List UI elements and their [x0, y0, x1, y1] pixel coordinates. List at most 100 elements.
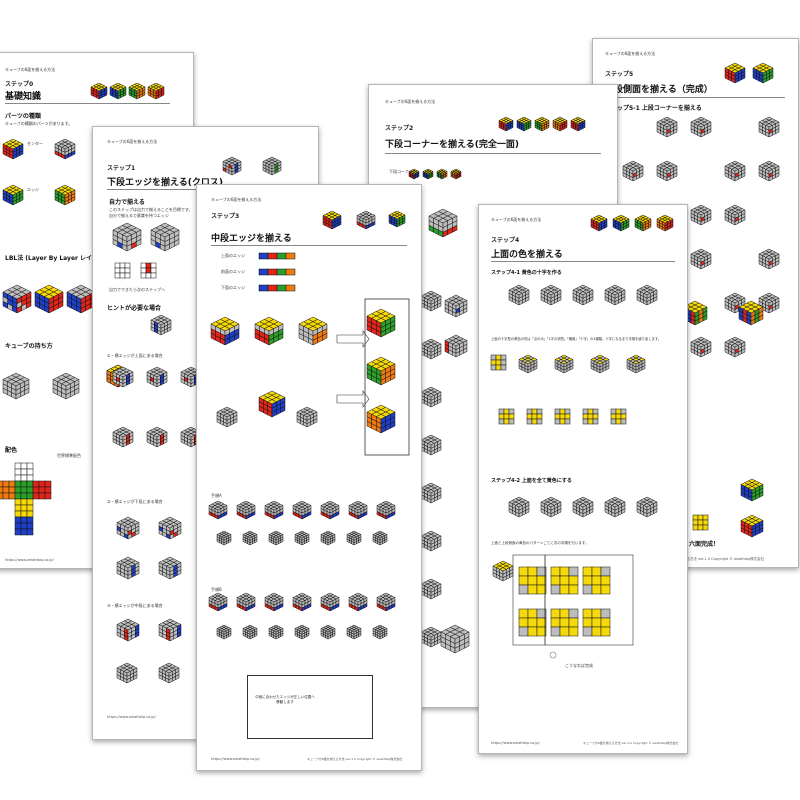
cube-diagram: [116, 662, 138, 684]
cube-diagram: [109, 82, 127, 100]
page-header: キューブの6面を揃える方法: [491, 217, 542, 222]
cube-diagram: [420, 626, 442, 648]
cube-diagram: [420, 482, 442, 504]
cube-diagram: [320, 592, 340, 612]
cube-diagram: [54, 184, 76, 206]
label-bottom-corner: 下段コーナー: [389, 169, 413, 174]
cube-diagram: [216, 624, 232, 640]
cube-diagram: [656, 214, 674, 232]
cube-diagram: [54, 138, 76, 160]
cube-diagram: [150, 222, 180, 252]
case-heading: ①・横エッジが上面にある場合: [107, 353, 163, 358]
cube-diagram: [116, 618, 140, 642]
face-grid: [550, 566, 579, 595]
cube-diagram: [444, 294, 468, 318]
cube-diagram: [492, 560, 514, 582]
cube-diagram: [498, 116, 514, 132]
procedure-b-label: 手順B: [211, 587, 222, 592]
cube-diagram: [690, 116, 712, 138]
cube-diagram: [508, 496, 530, 518]
label-front-edge: 前面のエッジ: [221, 269, 245, 274]
cube-diagram: [604, 496, 626, 518]
cube-diagram: [268, 530, 284, 546]
face-grid: [526, 408, 543, 425]
cube-diagram: [366, 356, 396, 386]
cube-diagram: [320, 530, 336, 546]
face-grid: [518, 566, 547, 595]
cube-illustrations: [490, 214, 674, 659]
cube-diagram: [540, 496, 562, 518]
cube-diagram: [508, 284, 530, 306]
cube-diagram: [572, 496, 594, 518]
cube-diagram: [294, 624, 310, 640]
face-grid: [14, 480, 34, 500]
cube-diagram: [52, 372, 80, 400]
face-grid: [582, 408, 599, 425]
cube-diagram: [128, 82, 146, 100]
cube-diagram: [420, 386, 442, 408]
section-heading: LBL法 (Layer By Layer レイヤー・バイ・レイヤー): [5, 255, 155, 262]
cube-diagram: [436, 168, 448, 180]
cube-diagram: [146, 426, 168, 448]
cube-diagram: [90, 82, 108, 100]
manual-page-step4: キューブの6面を揃える方法 ステップ4 上面の色を揃える ステップ4-1 黄色の…: [478, 204, 688, 754]
page-footer: https://www.weathbip.co.jp/: [211, 757, 260, 761]
cube-diagram: [147, 82, 165, 100]
cube-diagram: [150, 314, 172, 336]
cube-diagram: [554, 354, 574, 374]
label-center: センター: [27, 141, 43, 146]
cube-diagram: [296, 406, 318, 428]
cube-diagram: [388, 210, 406, 228]
body-text: 自力でできたら次のステップへ: [109, 287, 165, 292]
manual-page-step3: キューブの6面を揃える方法 ステップ3 中段エッジを揃える 上面のエッジ 前面の…: [196, 184, 422, 771]
cube-diagram: [216, 530, 232, 546]
cube-diagram: [222, 156, 242, 176]
face-grid: [114, 262, 131, 279]
cube-diagram: [420, 530, 442, 552]
cube-diagram: [420, 338, 442, 360]
face-grid: [582, 566, 611, 595]
cube-diagram: [2, 284, 32, 314]
cube-diagram: [428, 208, 458, 238]
cube-diagram: [420, 434, 442, 456]
step-label: ステップ5: [605, 71, 634, 78]
cube-diagram: [422, 168, 434, 180]
cube-diagram: [440, 624, 470, 654]
cube-diagram: [158, 516, 182, 540]
cube-diagram: [690, 336, 712, 358]
face-grid: [140, 262, 157, 279]
cube-diagram: [758, 116, 780, 138]
page-footer: https://www.weathbip.co.jp/: [107, 715, 156, 719]
cube-diagram: [534, 116, 550, 132]
cube-diagram: [112, 426, 134, 448]
cube-diagram: [268, 624, 284, 640]
page-copyright: キューブの6面を揃える方法 ver.1.0 Copyright © weathb…: [583, 741, 679, 745]
page-title: 上面の色を揃える: [491, 250, 563, 260]
face-grid: [0, 480, 16, 500]
cube-diagram: [348, 592, 368, 612]
page-title: 下段コーナーを揃える(完全一面): [385, 140, 519, 150]
section-heading: ステップ4-2 上面を全て黄色にする: [491, 478, 572, 484]
face-grid: [518, 608, 547, 637]
case-heading: ②・横エッジが下段にある場合: [107, 499, 163, 504]
cube-diagram: [158, 618, 182, 642]
cube-diagram: [158, 556, 182, 580]
section-heading: 自力で揃える: [109, 199, 145, 206]
title-rule: [605, 97, 785, 98]
cube-diagram: [376, 592, 396, 612]
cube-diagram: [366, 308, 396, 338]
section-heading: ステップ5-1 上段コーナーを揃える: [605, 105, 702, 112]
title-rule: [5, 103, 170, 104]
label-edge: エッジ: [27, 187, 39, 192]
face-grid: [32, 480, 52, 500]
cube-diagram: [738, 300, 764, 326]
cube-diagram: [2, 184, 24, 206]
body-text: 自分で揃えるカ意識を持つエッジ: [109, 213, 169, 218]
cube-diagram: [216, 406, 238, 428]
title-rule: [491, 261, 675, 262]
cube-diagram: [320, 500, 340, 520]
cube-diagram: [262, 156, 282, 176]
section-heading: ヒントが必要な場合: [107, 305, 162, 312]
cube-diagram: [636, 496, 658, 518]
title-rule: [211, 245, 407, 246]
